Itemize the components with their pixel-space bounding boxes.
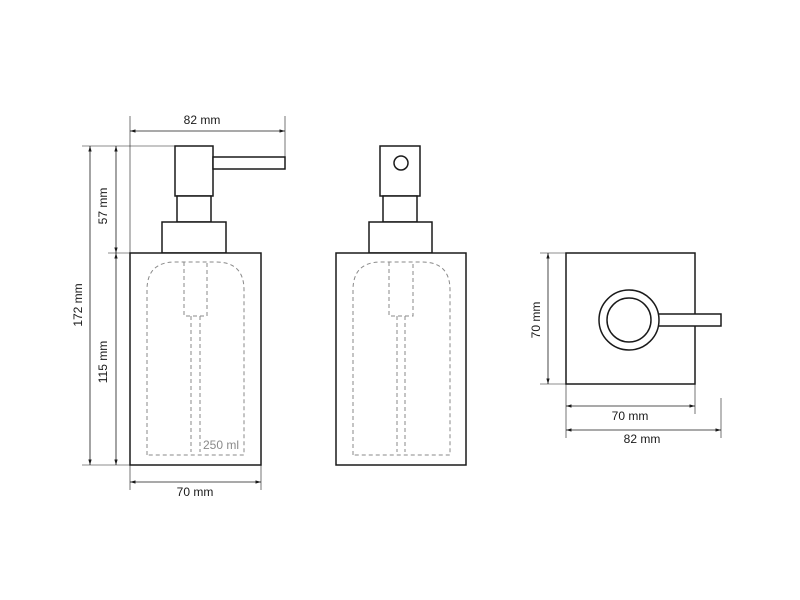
pump-head bbox=[174, 145, 214, 197]
dimension-label-body-width: 70 mm bbox=[612, 409, 649, 423]
pump-stem bbox=[176, 195, 212, 223]
pump-collar bbox=[368, 221, 433, 254]
pump-collar bbox=[161, 221, 227, 254]
pump-head bbox=[379, 145, 421, 197]
pump-stem bbox=[382, 195, 418, 223]
spout-opening bbox=[393, 155, 409, 171]
pump-tube-hidden bbox=[388, 262, 414, 452]
front-view: 250 ml 82 mm 172 mm 57 mm 115 mm 70 mm bbox=[71, 113, 286, 499]
pump-tube-hidden bbox=[183, 262, 208, 452]
pump-spout bbox=[212, 156, 286, 170]
dimension-label-total-height: 172 mm bbox=[71, 283, 85, 326]
inner-container-hidden bbox=[146, 261, 245, 456]
top-view: 70 mm 70 mm 82 mm bbox=[529, 252, 722, 446]
dimension-label-pump-height: 57 mm bbox=[96, 188, 110, 225]
pump-inner-ring bbox=[606, 297, 652, 343]
dimension-label-bottom-width: 70 mm bbox=[177, 485, 214, 499]
dispenser-body bbox=[335, 252, 467, 466]
capacity-label: 250 ml bbox=[203, 438, 239, 452]
dimension-label-depth: 70 mm bbox=[529, 302, 543, 339]
dimension-label-body-height: 115 mm bbox=[96, 341, 110, 383]
dimension-label-total-width: 82 mm bbox=[624, 432, 661, 446]
dimension-label-top-width: 82 mm bbox=[184, 113, 221, 127]
inner-container-hidden bbox=[352, 261, 451, 456]
dispenser-body bbox=[129, 252, 262, 466]
side-view bbox=[335, 145, 467, 466]
